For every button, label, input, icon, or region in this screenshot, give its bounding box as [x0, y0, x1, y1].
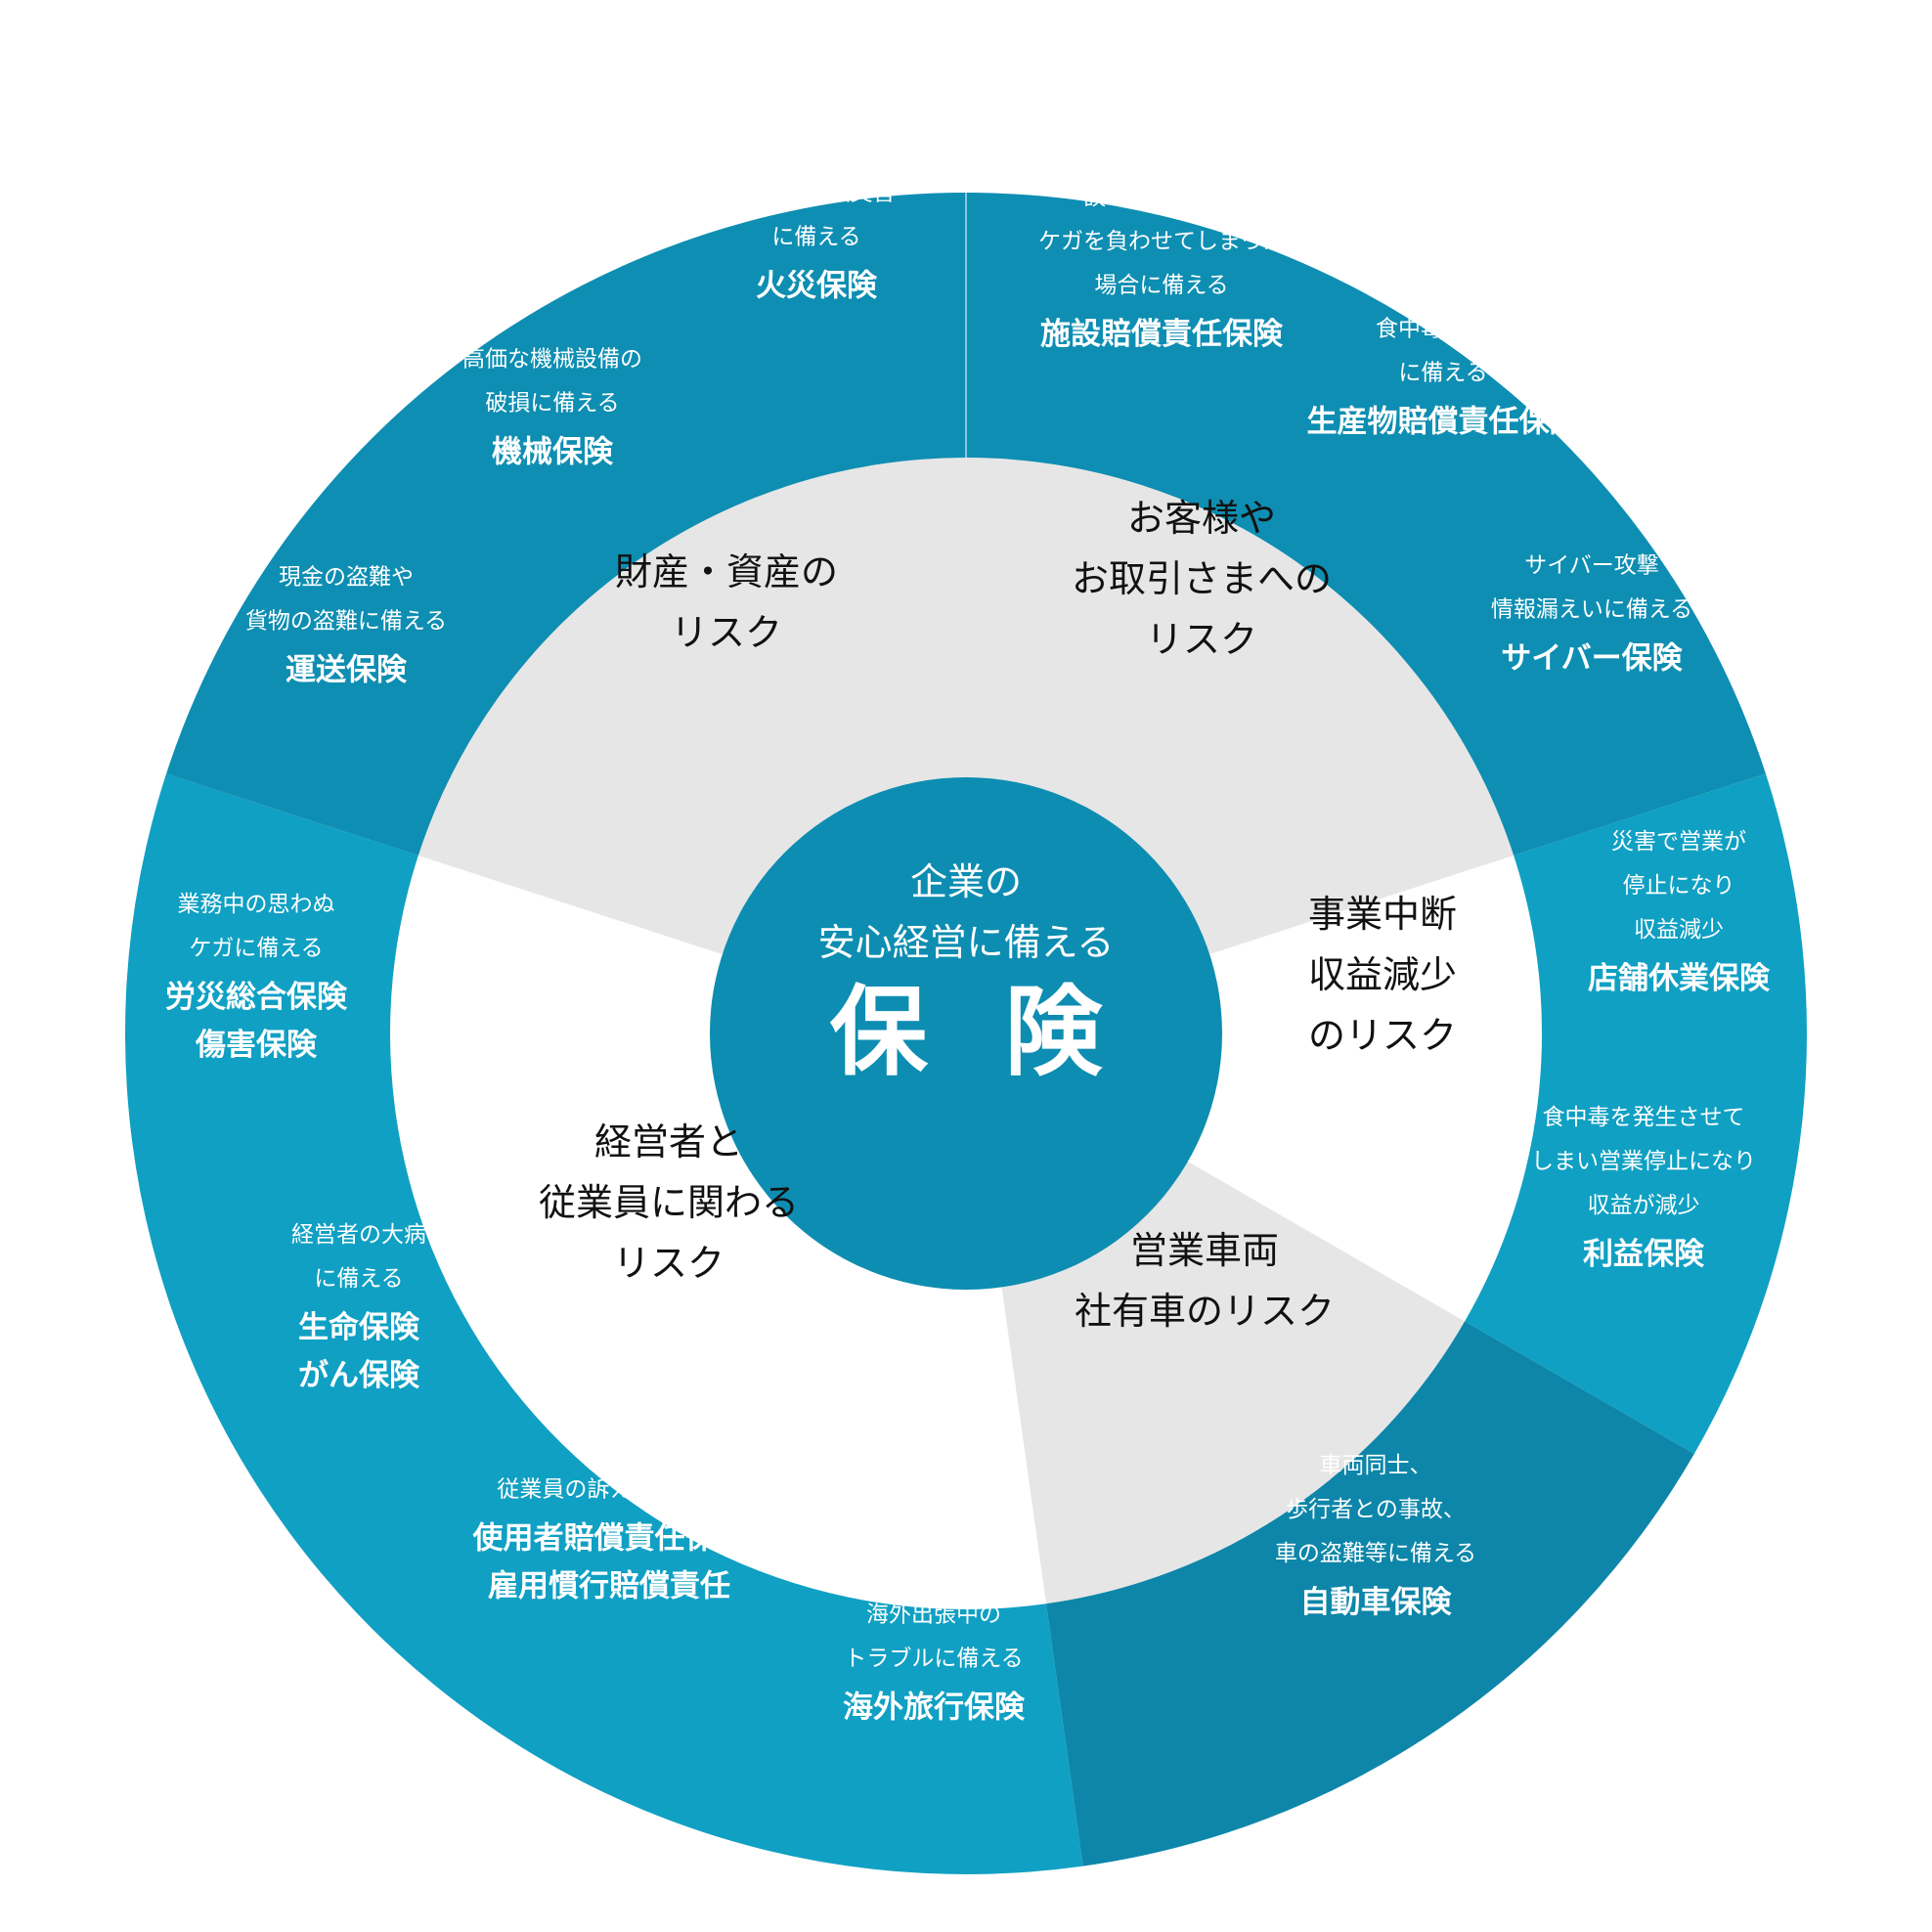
risk-label-property-line-1: 財産・資産の — [615, 550, 838, 593]
insurance-facility-desc-line-2: ケガを負わせてしまった — [1038, 229, 1285, 254]
insurance-facility-desc-line-1: 誤ってお客様に — [1083, 185, 1239, 210]
insurance-travel-desc-line-2: トラブルに備える — [844, 1647, 1023, 1672]
risk-label-customer-line-3: リスク — [1146, 618, 1257, 661]
insurance-workers-name-line-1: 労災総合保険 — [165, 980, 348, 1015]
insurance-machine-desc-line-1: 高価な機械設備の — [462, 347, 642, 373]
insurance-fire-desc-line-1: 火災や自然災害 — [738, 181, 896, 206]
insurance-profit-name-line-1: 利益保険 — [1583, 1237, 1705, 1272]
insurance-auto-desc-line-3: 車の盗難等に備える — [1275, 1541, 1476, 1566]
insurance-store-name-line-1: 店舗休業保険 — [1588, 961, 1771, 996]
insurance-travel-desc-line-1: 海外出張中の — [866, 1603, 1001, 1628]
risk-label-business-line-3: のリスク — [1308, 1014, 1457, 1057]
insurance-auto-desc-line-2: 歩行者との事故、 — [1286, 1497, 1466, 1522]
insurance-employer-desc-line-1: 従業員の訴えに備える — [497, 1477, 721, 1503]
insurance-auto-name-line-1: 自動車保険 — [1300, 1585, 1453, 1620]
risk-label-people-line-3: リスク — [613, 1242, 724, 1285]
risk-label-vehicle-line-2: 社有車のリスク — [1075, 1290, 1335, 1333]
center-circle — [710, 777, 1222, 1290]
insurance-profit-desc-line-3: 収益が減少 — [1588, 1193, 1700, 1218]
risk-label-people-line-2: 従業員に関わる — [539, 1181, 799, 1224]
insurance-fire-name-line-1: 火災保険 — [756, 269, 878, 304]
center-line-2: 安心経営に備える — [818, 921, 1115, 964]
risk-label-customer-line-2: お取引さまへの — [1072, 557, 1332, 600]
insurance-store-desc-line-1: 災害で営業が — [1611, 829, 1746, 855]
insurance-employer-name-line-2: 雇用慣行賠償責任 — [488, 1569, 730, 1604]
insurance-profit-desc-line-2: しまい営業停止になり — [1531, 1149, 1756, 1174]
insurance-cyber-desc-line-2: 情報漏えいに備える — [1491, 597, 1692, 623]
outer-band-people — [125, 773, 1083, 1874]
insurance-store-desc-line-3: 収益減少 — [1634, 917, 1724, 943]
risk-label-business-line-1: 事業中断 — [1308, 893, 1457, 936]
center-line-1: 企業の — [910, 860, 1022, 903]
insurance-life-name-line-1: 生命保険 — [298, 1310, 420, 1345]
insurance-life-name-line-2: がん保険 — [298, 1358, 420, 1393]
insurance-machine-desc-line-2: 破損に備える — [485, 391, 619, 417]
risk-sector-business — [966, 855, 1542, 1322]
insurance-transport-desc-line-2: 貨物の盗難に備える — [245, 609, 447, 635]
center-circle-group: 企業の 安心経営に備える 保 険 — [710, 777, 1222, 1290]
insurance-life-desc-line-2: に備える — [314, 1266, 403, 1292]
insurance-travel-name-line-1: 海外旅行保険 — [843, 1690, 1026, 1726]
outer-band-property — [166, 193, 966, 856]
insurance-transport-name-line-1: 運送保険 — [285, 653, 408, 688]
insurance-store-desc-line-2: 停止になり — [1623, 873, 1735, 899]
risk-label-business-line-2: 収益減少 — [1308, 953, 1457, 996]
insurance-facility-desc-line-3: 場合に備える — [1094, 273, 1228, 298]
center-title: 保 険 — [830, 975, 1124, 1089]
insurance-workers-desc-line-1: 業務中の思わぬ — [178, 892, 335, 917]
insurance-cyber-desc-line-1: サイバー攻撃 — [1524, 553, 1659, 579]
risk-label-customer-line-1: お客様や — [1127, 497, 1276, 540]
insurance-product-desc-line-2: に備える — [1398, 361, 1487, 386]
insurance-workers-name-line-2: 傷害保険 — [195, 1028, 318, 1063]
insurance-product-name-line-1: 生産物賠償責任保険 — [1307, 405, 1581, 440]
insurance-transport-desc-line-1: 現金の盗難や — [279, 565, 414, 591]
insurance-life-desc-line-1: 経営者の大病 — [291, 1222, 426, 1248]
insurance-profit-desc-line-1: 食中毒を発生させて — [1543, 1105, 1745, 1130]
outer-band-business — [1464, 773, 1807, 1454]
risk-labels: お客様やお取引さまへのリスク事業中断収益減少のリスク営業車両社有車のリスク経営者… — [539, 497, 1457, 1333]
insurance-auto-desc-line-1: 車両同士、 — [1320, 1453, 1432, 1478]
insurance-workers-desc-line-2: ケガに備える — [189, 936, 323, 961]
insurance-fire-desc-line-2: に備える — [771, 225, 860, 250]
insurance-machine-name-line-1: 機械保険 — [492, 435, 614, 470]
insurance-product-desc-line-1: 食中毒の発生 — [1376, 317, 1511, 342]
risk-label-people-line-1: 経営者と — [594, 1120, 743, 1164]
insurance-labels: 火災や自然災害に備える火災保険誤ってお客様にケガを負わせてしまった場合に備える施… — [165, 181, 1771, 1726]
insurance-cyber-name-line-1: サイバー保険 — [1501, 641, 1683, 677]
insurance-facility-name-line-1: 施設賠償責任保険 — [1040, 317, 1284, 352]
outer-ring — [125, 193, 1807, 1874]
outer-band-vehicle — [1045, 1321, 1694, 1866]
risk-label-vehicle-line-1: 営業車両 — [1130, 1229, 1279, 1272]
insurance-employer-name-line-1: 使用者賠償責任保険 — [472, 1521, 747, 1557]
outer-band-customer — [966, 193, 1766, 856]
risk-label-property-line-2: リスク — [671, 611, 782, 654]
